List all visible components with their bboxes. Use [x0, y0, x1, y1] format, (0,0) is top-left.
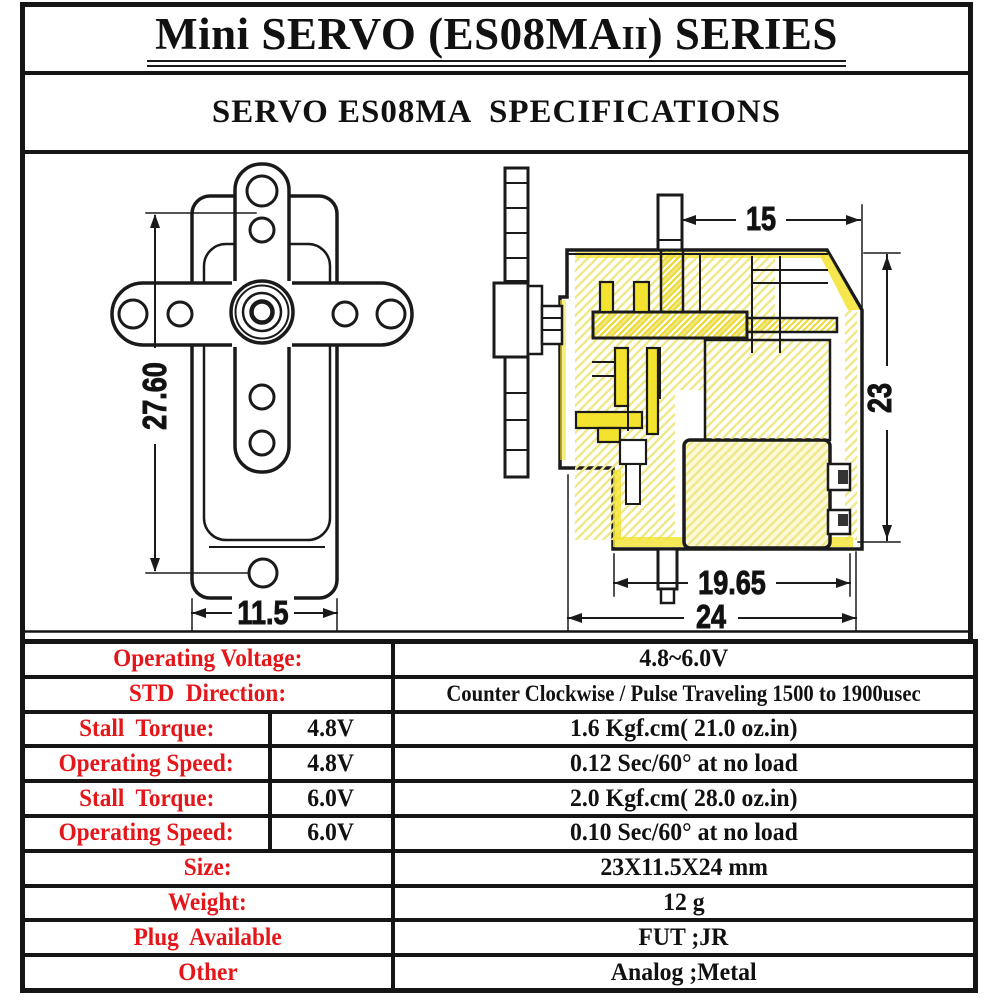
dim-label-11-5: 11.5 — [237, 596, 288, 632]
dim-label-24: 24 — [696, 600, 726, 634]
title-pre: Mini SERVO (ES08MA — [155, 9, 622, 60]
spec-label: Operating Voltage: — [113, 645, 303, 673]
horn-holes — [117, 174, 407, 457]
title-post: ) SERIES — [647, 9, 838, 60]
table-row: Weight: 12 g — [20, 883, 978, 923]
spec-label: Size: — [183, 854, 232, 882]
dim-depth-side: 24 — [567, 474, 857, 634]
servo-technical-drawing: 27.60 11.5 — [22, 162, 971, 634]
spec-value: 4.8~6.0V — [639, 645, 729, 673]
title-block: Mini SERVO (ES08MAII) SERIES — [25, 7, 968, 75]
spec-label: Stall Torque: — [78, 715, 214, 742]
spec-label: STD Direction: — [129, 680, 287, 708]
table-row: Operating Speed: 6.0V 0.10 Sec/60° at no… — [20, 813, 978, 853]
spec-label: Plug Available — [133, 923, 282, 951]
mounting-hole-bottom — [247, 557, 279, 589]
table-row: Operating Speed: 4.8V 0.12 Sec/60° at no… — [20, 744, 978, 784]
spec-value: 23X11.5X24 mm — [599, 854, 768, 882]
table-row: Plug Available FUT ;JR — [20, 918, 978, 958]
spec-condition: 6.0V — [307, 784, 355, 812]
dim-label-15: 15 — [746, 202, 776, 238]
side-view-drawing: 15 23 19.65 24 — [492, 166, 905, 634]
spec-value: Analog ;Metal — [610, 958, 757, 986]
gearbox-mid-block — [703, 338, 832, 442]
dim-width-front: 11.5 — [191, 595, 338, 632]
horn-side-profile — [492, 166, 564, 479]
dim-label-19-65: 19.65 — [698, 566, 766, 602]
table-row: Stall Torque: 4.8V 1.6 Kgf.cm( 21.0 oz.i… — [20, 709, 978, 749]
spec-value: 1.6 Kgf.cm( 21.0 oz.in) — [569, 715, 798, 742]
spec-label: Weight: — [168, 888, 248, 916]
title-roman-numeral: II — [621, 20, 648, 58]
shaft-stub-bottom — [656, 547, 679, 605]
dim-label-23: 23 — [863, 383, 899, 413]
horn-hub — [229, 279, 295, 345]
spline-shaft — [540, 304, 564, 346]
dim-top-side: 15 — [681, 201, 863, 313]
dim-height-front: 27.60 — [137, 212, 257, 574]
subtitle-block: SERVO ES08MA SPECIFICATIONS — [25, 75, 968, 154]
spec-label: Stall Torque: — [78, 784, 214, 812]
table-row: Other Analog ;Metal — [20, 953, 978, 993]
motor-block — [682, 438, 852, 550]
page-title: Mini SERVO (ES08MAII) SERIES — [147, 9, 846, 67]
front-view-drawing: 27.60 11.5 — [110, 162, 414, 632]
spec-label: Other — [178, 958, 238, 986]
dim-label-27-60: 27.60 — [138, 362, 174, 430]
spec-value: 0.12 Sec/60° at no load — [569, 749, 798, 777]
table-row: STD Direction: Counter Clockwise / Pulse… — [20, 674, 978, 714]
spec-value: Counter Clockwise / Pulse Traveling 1500… — [446, 681, 921, 707]
spec-label: Operating Speed: — [58, 749, 234, 777]
spec-label: Operating Speed: — [58, 819, 234, 847]
spec-value: 12 g — [662, 888, 705, 916]
dim-inner-width-side: 19.65 — [613, 553, 851, 602]
spec-condition: 6.0V — [307, 819, 355, 847]
spec-condition: 4.8V — [307, 749, 355, 777]
page-subtitle: SERVO ES08MA SPECIFICATIONS — [211, 94, 782, 130]
spec-value: 2.0 Kgf.cm( 28.0 oz.in) — [569, 784, 798, 812]
table-row: Operating Voltage: 4.8~6.0V — [20, 639, 978, 679]
spec-table: Operating Voltage: 4.8~6.0V STD Directio… — [20, 639, 978, 993]
case-inner-lines — [566, 253, 828, 353]
table-row: Stall Torque: 6.0V 2.0 Kgf.cm( 28.0 oz.i… — [20, 779, 978, 818]
spec-condition: 4.8V — [307, 715, 355, 742]
gear-train — [574, 248, 839, 505]
spec-value: FUT ;JR — [638, 923, 729, 951]
spec-value: 0.10 Sec/60° at no load — [569, 819, 798, 847]
output-shaft-top — [656, 193, 684, 252]
dim-height-side: 23 — [857, 252, 905, 543]
table-row: Size: 23X11.5X24 mm — [20, 848, 978, 888]
